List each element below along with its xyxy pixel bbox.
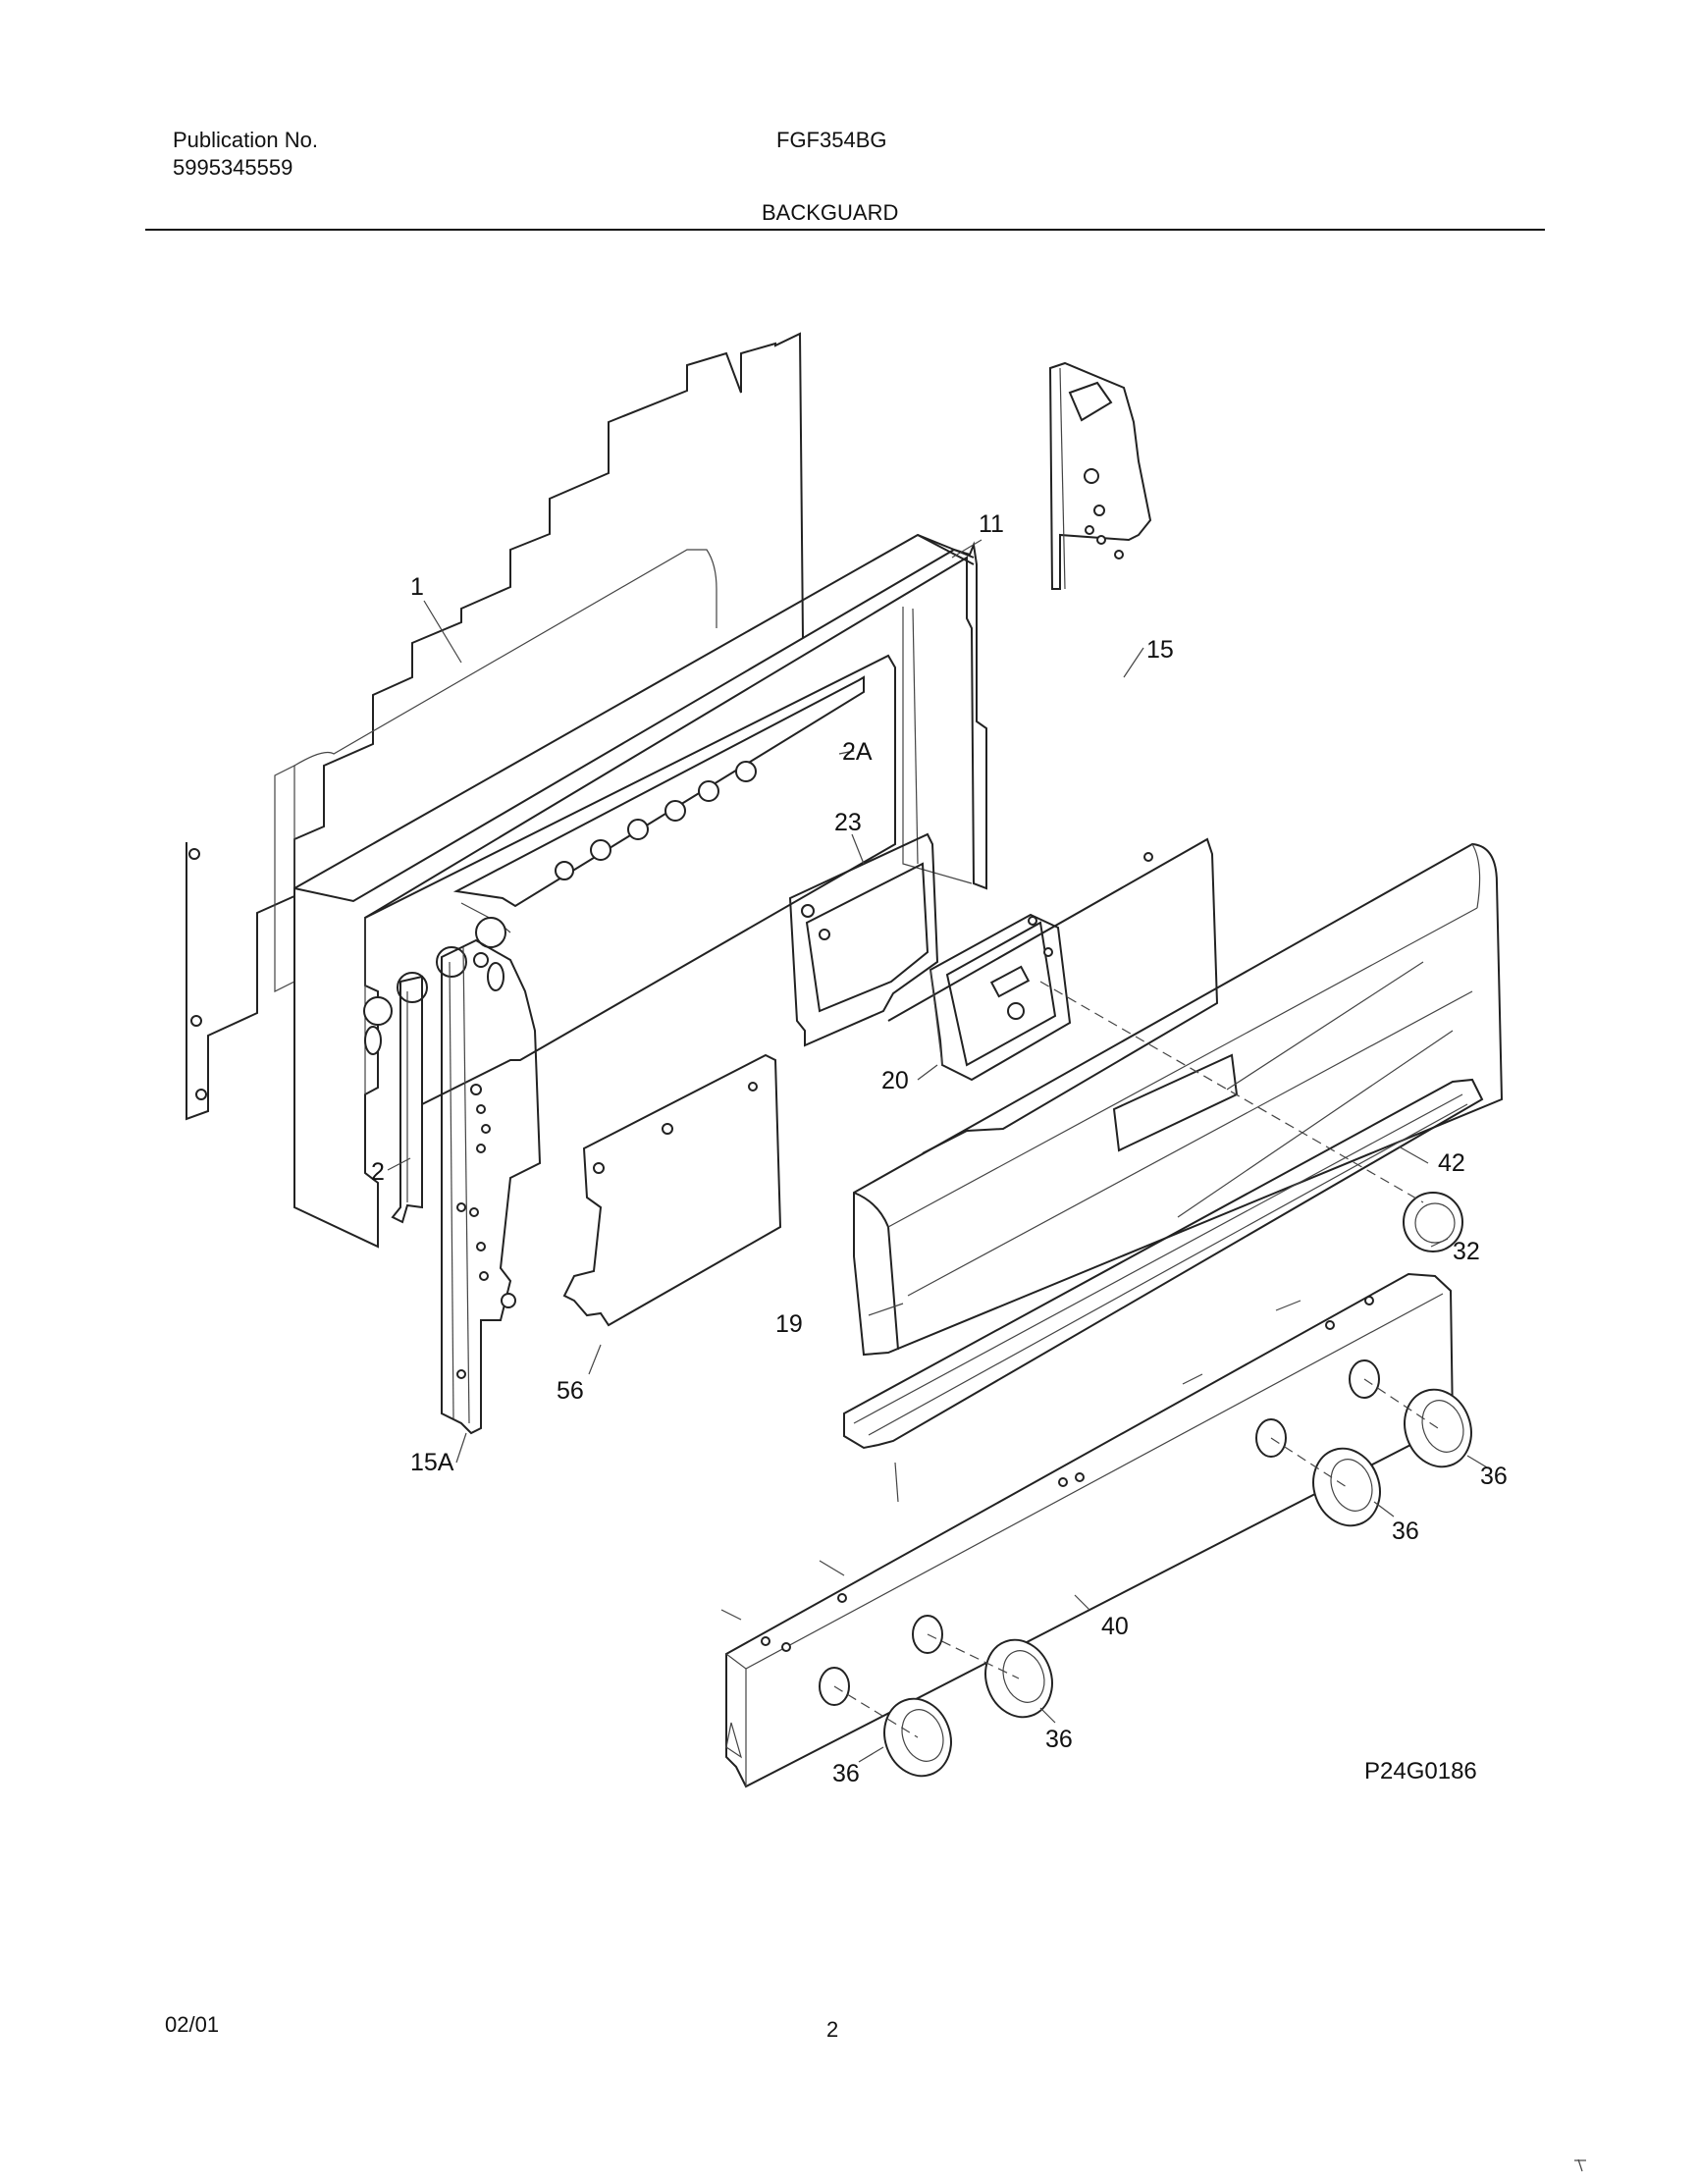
callout-2: 2 [371,1158,385,1186]
part-20-electronic-control [929,913,1072,1082]
part-42-trim-strip [843,1078,1484,1503]
leader-lines [387,539,1488,1763]
publication-number: 5995345559 [173,155,293,180]
diagram-reference-code: P24G0186 [1364,1758,1477,1784]
callout-42: 42 [1438,1149,1465,1177]
callout-36-right: 36 [1480,1463,1508,1490]
callout-15: 15 [1146,636,1174,664]
part-15-right-bracket [1048,361,1152,590]
part-11-backguard-frame [293,533,987,1249]
scan-artifacts [1574,2158,1586,2172]
part-32-knob [1403,1192,1463,1252]
part-15a-left-bracket [441,938,542,1435]
callout-19: 19 [775,1310,803,1338]
assembly-lines [720,981,1439,1738]
callout-32: 32 [1453,1238,1480,1265]
callout-56: 56 [557,1377,584,1405]
part-36-knobs [883,1388,1472,1778]
part-1-rear-panel [186,332,804,1121]
model-number: FGF354BG [776,128,887,152]
callout-labels: 1 11 15 2A 23 2 20 42 32 19 56 15A 36 36… [371,510,1508,1787]
part-40-manifold-panel [725,1272,1455,1788]
callout-15a: 15A [410,1449,454,1476]
callout-1: 1 [410,573,424,601]
callout-20: 20 [881,1067,909,1094]
footer-date: 02/01 [165,2012,220,2037]
part-23-bracket-plate [788,832,939,1047]
header-rule [145,229,1545,231]
callout-2a: 2A [842,738,873,766]
part-2-side-bracket [391,975,423,1224]
publication-label: Publication No. [173,128,318,152]
callout-36-center-left: 36 [1045,1726,1073,1753]
part-56-lower-shield [562,1053,782,1327]
part-19-control-panel [853,842,1504,1357]
callout-23: 23 [834,809,862,836]
inner-back-panel [363,654,896,1105]
callout-11: 11 [979,510,1004,538]
callout-36-left: 36 [832,1760,860,1787]
callout-36-center-right: 36 [1392,1518,1419,1545]
callout-40: 40 [1101,1613,1129,1640]
footer-page-number: 2 [826,2017,839,2042]
section-title: BACKGUARD [762,200,899,225]
